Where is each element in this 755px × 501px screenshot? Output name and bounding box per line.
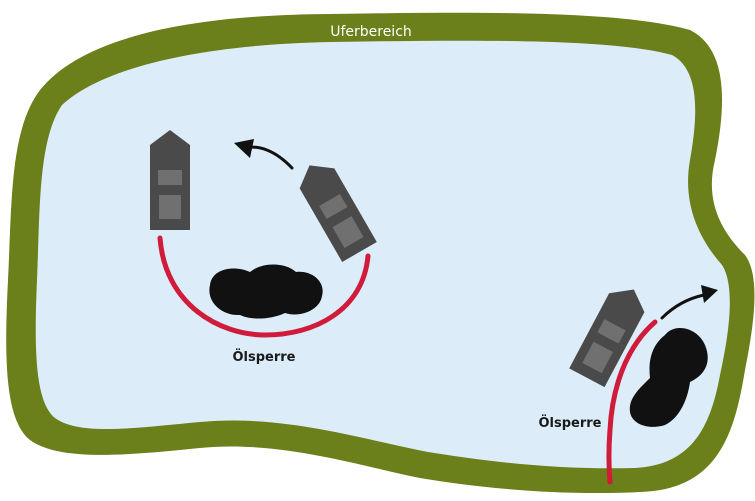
oil-slick-left — [209, 265, 322, 319]
shore-label: Uferbereich — [330, 24, 412, 40]
boom-label-right: Ölsperre — [538, 415, 601, 431]
boat-left-a — [150, 130, 190, 230]
water-area — [36, 41, 730, 469]
boom-label-left: Ölsperre — [232, 349, 295, 365]
